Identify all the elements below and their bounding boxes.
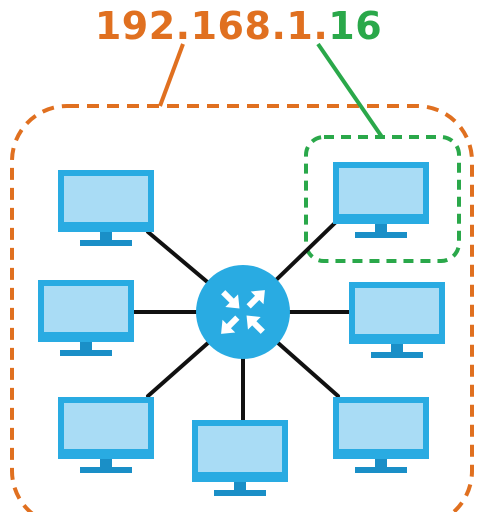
computer-middle-left [38, 280, 134, 356]
ip-network-part: 192.168.1. [94, 4, 329, 48]
ip-host-part: 16 [328, 4, 383, 48]
ip-address-label: 192.168.1.16 [0, 4, 477, 48]
computer-bottom-left [58, 397, 154, 473]
network-leader-line [158, 43, 185, 107]
computer-bottom-right [333, 397, 429, 473]
host-leader-line [316, 42, 384, 139]
computers [38, 162, 445, 496]
router-icon [196, 265, 290, 359]
network-boundary [10, 104, 474, 512]
computer-bottom-center [192, 420, 288, 496]
computer-top-left [58, 170, 154, 246]
computer-top-right [333, 162, 429, 238]
computer-middle-right [349, 282, 445, 358]
host-highlight-box [304, 135, 461, 263]
